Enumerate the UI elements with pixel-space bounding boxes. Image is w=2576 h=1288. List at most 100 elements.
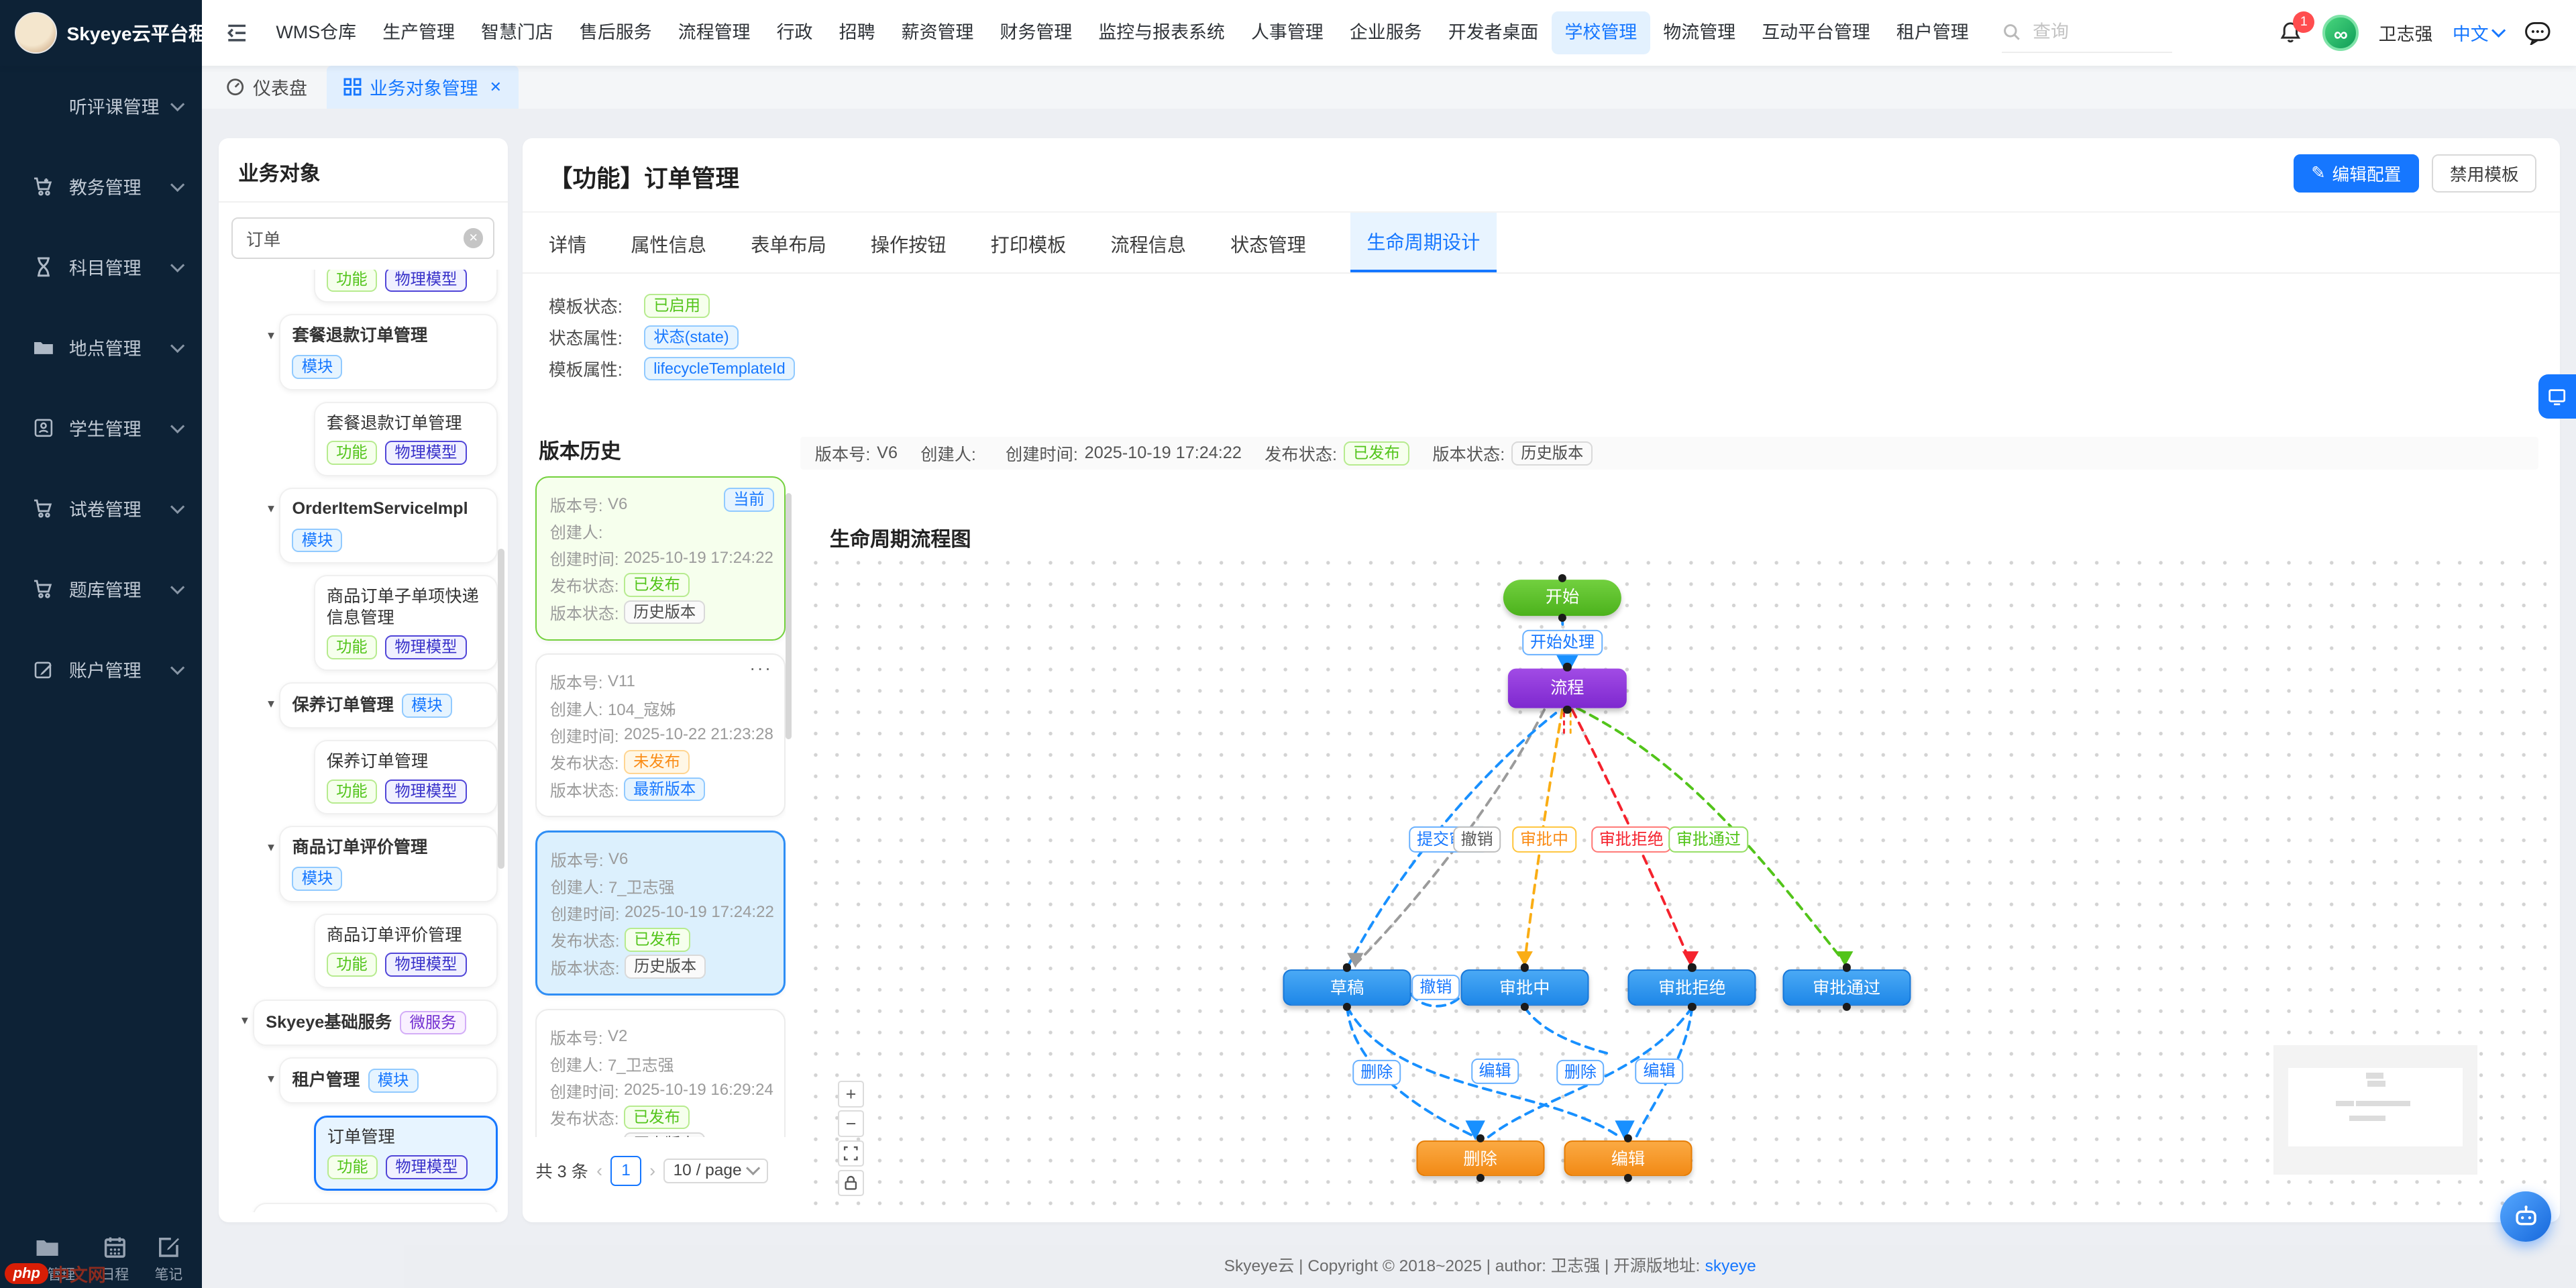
caret-down-icon[interactable]: ▾: [268, 501, 274, 517]
sidebar-item-听评课管理[interactable]: 听评课管理: [0, 66, 202, 146]
menu-item-财务管理[interactable]: 财务管理: [1000, 22, 1073, 42]
tab-生命周期设计[interactable]: 生命周期设计: [1350, 213, 1497, 273]
lock-button[interactable]: [837, 1169, 865, 1196]
feedback-chat-icon[interactable]: [2524, 21, 2552, 46]
tab-dashboard[interactable]: 仪表盘: [202, 74, 327, 100]
flow-node-delete[interactable]: 删除: [1415, 1140, 1545, 1177]
edge-label-删除[interactable]: 删除: [1556, 1060, 1605, 1086]
caret-down-icon[interactable]: ▾: [241, 1013, 248, 1028]
tab-操作按钮[interactable]: 操作按钮: [870, 235, 947, 256]
notification-bell-icon[interactable]: 1: [2278, 11, 2315, 46]
menu-item-招聘[interactable]: 招聘: [839, 22, 875, 42]
edge-label-删除[interactable]: 删除: [1352, 1060, 1401, 1086]
tree-node-商品订单子单项快递信息管理[interactable]: 商品订单子单项快递信息管理功能物理模型: [313, 575, 498, 671]
edge-label-撤销[interactable]: 撤销: [1452, 826, 1501, 853]
search-input[interactable]: [2029, 20, 2151, 44]
tab-表单布局[interactable]: 表单布局: [751, 235, 826, 256]
edge-label-编辑[interactable]: 编辑: [1635, 1058, 1684, 1084]
opensource-link[interactable]: skyeye: [1705, 1257, 1756, 1276]
tab-business-object[interactable]: 业务对象管理 ✕: [327, 65, 519, 109]
menu-item-租户管理[interactable]: 租户管理: [1896, 22, 1969, 42]
flow-node-start[interactable]: 开始: [1503, 580, 1622, 616]
flow-node-approving[interactable]: 审批中: [1460, 969, 1589, 1006]
flow-node-process[interactable]: 流程: [1508, 668, 1627, 708]
edge-label-开始处理[interactable]: 开始处理: [1522, 629, 1603, 655]
language-selector[interactable]: 中文: [2453, 19, 2506, 46]
sidebar-item-科目管理[interactable]: 科目管理: [0, 227, 202, 307]
fit-view-button[interactable]: [837, 1140, 865, 1167]
menu-item-生产管理[interactable]: 生产管理: [382, 22, 455, 42]
sidebar-item-教务管理[interactable]: 教务管理: [0, 146, 202, 227]
more-actions-icon[interactable]: ···: [749, 657, 773, 678]
tree-node-套餐退款订单管理[interactable]: 套餐退款订单管理功能物理模型: [313, 401, 498, 476]
caret-down-icon[interactable]: ▾: [268, 696, 274, 711]
tree-node-商品订单评价管理[interactable]: 商品订单评价管理功能物理模型: [313, 913, 498, 988]
caret-down-icon[interactable]: ▾: [268, 839, 274, 855]
menu-item-企业服务[interactable]: 企业服务: [1349, 22, 1422, 42]
sidebar-item-地点管理[interactable]: 地点管理: [0, 307, 202, 388]
tree-node-保养订单管理[interactable]: 保养订单管理模块: [279, 682, 498, 729]
tree-node-clipped[interactable]: 功能物理模型: [313, 269, 498, 303]
lifecycle-flow-canvas[interactable]: 开始流程草稿审批中审批拒绝审批通过删除编辑开始处理提交审批撤销审批中审批拒绝审批…: [804, 551, 2546, 1210]
theme-panel-button[interactable]: [2538, 374, 2576, 419]
page-size-select[interactable]: 10 / page: [663, 1158, 768, 1183]
tab-流程信息[interactable]: 流程信息: [1110, 235, 1187, 256]
sidebar-item-题库管理[interactable]: 题库管理: [0, 549, 202, 629]
dock-item-日程[interactable]: 日程: [101, 1235, 129, 1283]
caret-down-icon[interactable]: ▾: [268, 327, 274, 343]
tree-scrollbar[interactable]: [498, 548, 504, 869]
tree-node-Skyeye基础服务[interactable]: Skyeye基础服务微服务: [253, 999, 498, 1046]
sidebar-item-账户管理[interactable]: 账户管理: [0, 629, 202, 710]
edge-label-审批拒绝[interactable]: 审批拒绝: [1591, 826, 1672, 853]
sidebar-item-试卷管理[interactable]: 试卷管理: [0, 468, 202, 549]
next-page-icon[interactable]: ›: [649, 1160, 656, 1181]
caret-down-icon[interactable]: ▾: [268, 1071, 274, 1086]
sidebar-item-学生管理[interactable]: 学生管理: [0, 388, 202, 468]
edge-label-编辑[interactable]: 编辑: [1470, 1058, 1519, 1084]
zoom-out-button[interactable]: −: [837, 1110, 865, 1137]
edge-label-审批中[interactable]: 审批中: [1512, 826, 1576, 853]
tree-node-租户管理[interactable]: 租户管理模块: [279, 1057, 498, 1104]
tab-详情[interactable]: 详情: [548, 235, 587, 256]
menu-item-薪资管理[interactable]: 薪资管理: [901, 22, 974, 42]
collapse-menu-icon[interactable]: [225, 21, 248, 44]
tab-属性信息[interactable]: 属性信息: [631, 235, 707, 256]
flow-node-edit[interactable]: 编辑: [1564, 1140, 1693, 1177]
menu-item-行政[interactable]: 行政: [776, 22, 813, 42]
edit-config-button[interactable]: ✎ 编辑配置: [2293, 154, 2419, 193]
page-number[interactable]: 1: [610, 1155, 641, 1187]
topbar-search[interactable]: [2001, 13, 2173, 54]
dock-item-笔记[interactable]: 笔记: [155, 1235, 182, 1283]
flow-minimap[interactable]: [2273, 1044, 2478, 1175]
edge-label-审批通过[interactable]: 审批通过: [1668, 826, 1749, 853]
menu-item-互动平台管理[interactable]: 互动平台管理: [1762, 22, 1870, 42]
prev-page-icon[interactable]: ‹: [596, 1160, 603, 1181]
edge-label-撤销[interactable]: 撤销: [1411, 974, 1460, 1000]
menu-item-监控与报表系统[interactable]: 监控与报表系统: [1098, 22, 1225, 42]
tree-node-保养订单管理[interactable]: 保养订单管理功能物理模型: [313, 740, 498, 815]
tree-search[interactable]: ✕: [231, 217, 495, 260]
close-icon[interactable]: ✕: [489, 78, 502, 95]
tab-状态管理[interactable]: 状态管理: [1230, 235, 1306, 256]
tree-node-商品订单评价管理[interactable]: 商品订单评价管理模块: [279, 826, 498, 902]
tree-node-套餐退款订单管理[interactable]: 套餐退款订单管理模块: [279, 314, 498, 390]
flow-node-rejected[interactable]: 审批拒绝: [1627, 969, 1756, 1006]
version-list-scrollbar[interactable]: [785, 492, 792, 740]
menu-item-开发者桌面[interactable]: 开发者桌面: [1448, 22, 1539, 42]
tab-打印模板[interactable]: 打印模板: [990, 235, 1067, 256]
menu-item-智慧门店[interactable]: 智慧门店: [481, 22, 553, 42]
tree-node-订单管理[interactable]: 订单管理功能物理模型: [313, 1115, 498, 1191]
avatar[interactable]: ∞: [2322, 15, 2359, 51]
ai-assistant-fab[interactable]: [2500, 1191, 2552, 1242]
menu-item-学校管理[interactable]: 学校管理: [1551, 11, 1650, 54]
menu-item-流程管理[interactable]: 流程管理: [678, 22, 751, 42]
zoom-in-button[interactable]: +: [837, 1081, 865, 1108]
menu-item-物流管理[interactable]: 物流管理: [1663, 22, 1736, 42]
disable-template-button[interactable]: 禁用模板: [2432, 154, 2537, 193]
tree-node-IFS财务服务[interactable]: IFS财务服务微服务: [253, 1202, 498, 1213]
menu-item-人事管理[interactable]: 人事管理: [1251, 22, 1324, 42]
menu-item-售后服务[interactable]: 售后服务: [579, 22, 652, 42]
